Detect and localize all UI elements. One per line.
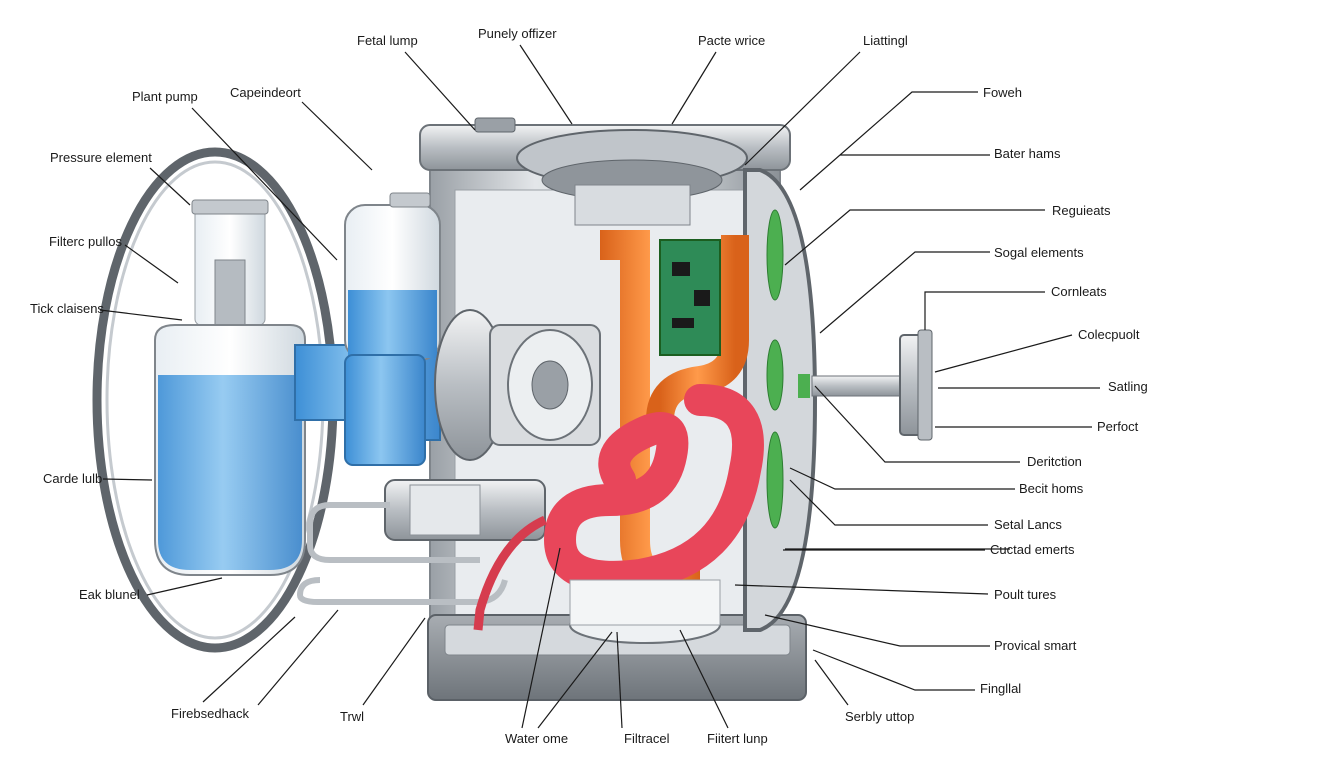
green-window-3 xyxy=(766,431,784,529)
bottom-cup-body xyxy=(569,579,721,626)
label-fiitert-lunp: Fiitert lunp xyxy=(707,731,768,746)
label-punely-offizer: Punely offizer xyxy=(478,26,557,41)
orange-pipe-2 xyxy=(646,235,749,421)
circuit-board xyxy=(659,239,721,356)
label-reguieats: Reguieats xyxy=(1052,203,1111,218)
label-colecpuolt: Colecpuolt xyxy=(1078,327,1140,342)
label-setal-lancs: Setal Lancs xyxy=(994,517,1062,532)
glass-inner-rod xyxy=(214,259,246,331)
glass-neck-cap xyxy=(191,199,269,215)
label-cornleats: Cornleats xyxy=(1051,284,1107,299)
chip-3 xyxy=(672,318,694,328)
lower-pump-fins xyxy=(409,484,481,536)
label-bater-hams: Bater hams xyxy=(994,146,1061,161)
left-tank-water xyxy=(158,375,302,570)
label-cuctad-emerts: Cuctad emerts xyxy=(990,542,1075,557)
label-carde-lulb: Carde lulb xyxy=(43,471,103,486)
label-liattingl: Liattingl xyxy=(863,33,908,48)
chip-1 xyxy=(672,262,690,276)
label-fingllal: Fingllal xyxy=(980,681,1022,696)
label-serbly-uttop: Serbly uttop xyxy=(845,709,915,724)
label-sogal-elements: Sogal elements xyxy=(994,245,1084,260)
shaft-green-ring xyxy=(798,374,810,398)
label-pressure-element: Pressure element xyxy=(50,150,152,165)
label-water-ome: Water ome xyxy=(505,731,569,746)
label-deritction: Deritction xyxy=(1027,454,1082,469)
label-provical-smart: Provical smart xyxy=(994,638,1077,653)
label-capeindeort: Capeindeort xyxy=(230,85,301,100)
grey-hose-2 xyxy=(296,577,508,605)
red-coil xyxy=(543,384,764,593)
label-poult-tures: Poult tures xyxy=(994,587,1057,602)
chip-2 xyxy=(694,290,710,306)
label-foweh: Foweh xyxy=(983,85,1023,100)
green-window-1 xyxy=(766,209,784,301)
grey-hose-1 xyxy=(307,502,480,563)
lid-handle xyxy=(474,117,516,133)
green-window-2 xyxy=(766,339,784,411)
label-firebsedhack: Firebsedhack xyxy=(171,706,250,721)
label-pacte-wrice: Pacte wrice xyxy=(698,33,766,48)
label-becit-homs: Becit homs xyxy=(1019,481,1084,496)
red-hose xyxy=(473,515,547,631)
label-plant-pump: Plant pump xyxy=(132,89,198,104)
label-fetal-lump: Fetal lump xyxy=(357,33,418,48)
top-cylinder xyxy=(574,184,691,226)
label-perfoct: Perfoct xyxy=(1097,419,1139,434)
label-filtracel: Filtracel xyxy=(624,731,670,746)
reservoir-cap xyxy=(389,192,431,208)
label-filterc-pullos: Filterc pullos xyxy=(49,234,122,249)
label-eak-blunel: Eak blunel xyxy=(79,587,140,602)
label-satling: Satling xyxy=(1108,379,1148,394)
label-tick-claisens: Tick claisens xyxy=(30,301,104,316)
motor-gear-core xyxy=(531,360,569,410)
blue-reservoir-water xyxy=(348,290,437,358)
label-trwl: Trwl xyxy=(340,709,365,724)
blue-cylinder-low xyxy=(344,354,426,466)
